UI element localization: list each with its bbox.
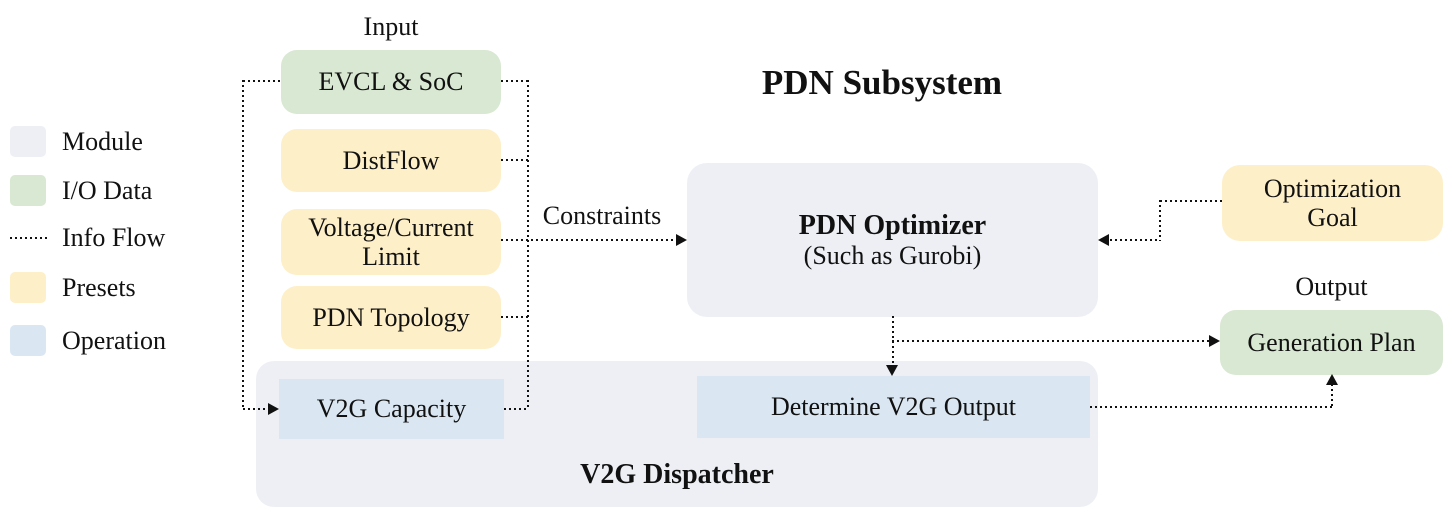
flow-into-v2g-capacity-line <box>243 408 270 410</box>
presets-swatch-icon <box>10 272 46 303</box>
flow-left-vertical-line <box>242 80 244 409</box>
voltage-current-limit-box: Voltage/Current Limit <box>281 209 501 275</box>
evcl-soc-box: EVCL & SoC <box>281 50 501 114</box>
info-flow-line-icon <box>10 236 50 239</box>
pdn-optimizer-module: PDN Optimizer (Such as Gurobi) <box>687 163 1098 317</box>
page-title: PDN Subsystem <box>761 63 1003 102</box>
flow-goal-vertical-segment <box>1159 200 1161 241</box>
pdn-optimizer-title: PDN Optimizer <box>798 209 987 241</box>
arrowhead-into-v2g-capacity <box>268 403 279 415</box>
module-swatch-icon <box>10 126 46 157</box>
legend-item-operation: Operation <box>10 325 166 356</box>
flow-goal-bottom-segment <box>1110 239 1160 241</box>
legend-item-presets: Presets <box>10 272 136 303</box>
legend-item-io-data: I/O Data <box>10 175 152 206</box>
arrowhead-into-generation-plan-bottom <box>1326 374 1338 385</box>
flow-v2g-capacity-right-stub <box>504 408 528 410</box>
flow-evcl-left-stub <box>243 80 281 82</box>
output-heading: Output <box>1295 272 1368 301</box>
distflow-box: DistFlow <box>281 129 501 192</box>
pdn-optimizer-subtitle: (Such as Gurobi) <box>803 241 982 271</box>
generation-plan-box: Generation Plan <box>1220 310 1443 375</box>
constraints-label: Constraints <box>542 201 662 230</box>
legend-item-module: Module <box>10 126 143 157</box>
flow-topology-stub <box>501 316 528 318</box>
arrowhead-into-determine-output <box>886 365 898 376</box>
legend-label-io-data: I/O Data <box>62 175 153 205</box>
flow-right-collector-line <box>527 80 529 410</box>
flow-generation-up-line <box>1331 384 1333 408</box>
arrowhead-into-pdn-optimizer-right <box>1098 234 1109 246</box>
optimization-goal-box: Optimization Goal <box>1222 165 1443 241</box>
legend-label-module: Module <box>62 126 143 156</box>
flow-goal-top-segment <box>1160 200 1222 202</box>
arrowhead-into-pdn-optimizer-left <box>676 234 687 246</box>
arrowhead-into-generation-plan-left <box>1209 335 1220 347</box>
operation-swatch-icon <box>10 325 46 356</box>
legend-label-presets: Presets <box>62 272 136 302</box>
io-data-swatch-icon <box>10 175 46 206</box>
legend-label-info-flow: Info Flow <box>62 222 166 252</box>
flow-determine-to-generation-line <box>1090 406 1333 408</box>
flow-distflow-stub <box>501 159 528 161</box>
flow-evcl-right-stub <box>501 80 528 82</box>
legend-item-info-flow: Info Flow <box>10 222 165 253</box>
v2g-dispatcher-title: V2G Dispatcher <box>580 459 774 490</box>
flow-constraints-line <box>501 239 676 241</box>
input-heading: Input <box>363 12 419 41</box>
legend-label-operation: Operation <box>62 325 166 355</box>
v2g-capacity-box: V2G Capacity <box>279 379 504 439</box>
pdn-topology-box: PDN Topology <box>281 286 501 349</box>
determine-v2g-output-box: Determine V2G Output <box>697 376 1090 438</box>
flow-optimizer-to-generation-plan-line <box>892 340 1210 342</box>
